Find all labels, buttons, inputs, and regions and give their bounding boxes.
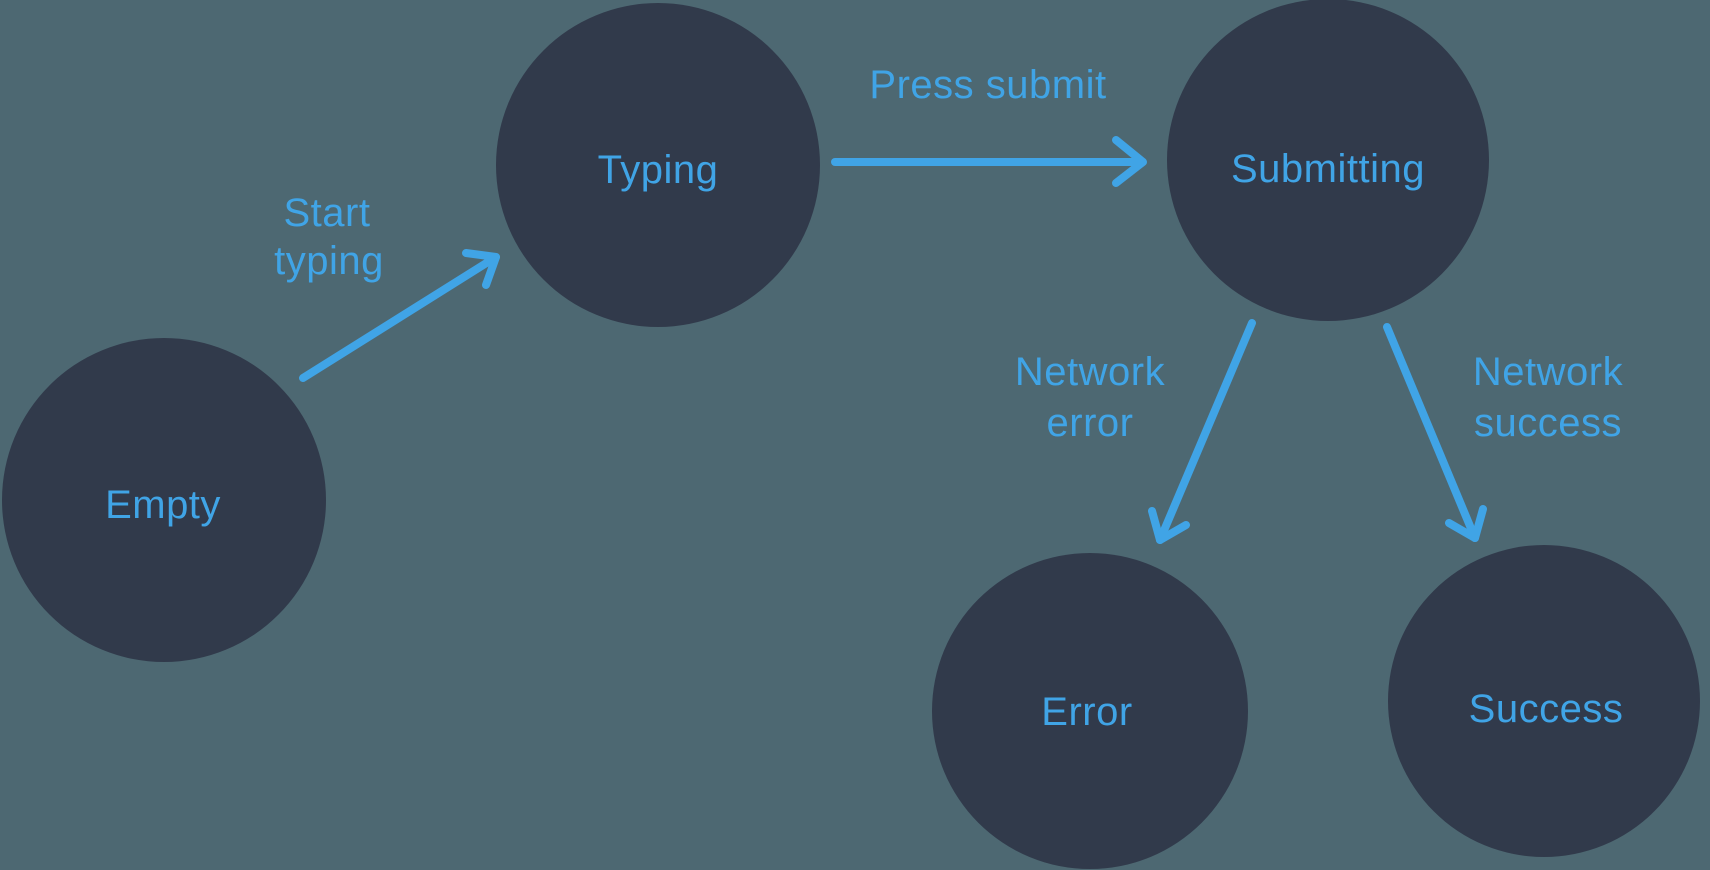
state-node-typing-label: Typing	[598, 148, 719, 192]
arrowhead-icon	[1112, 136, 1147, 187]
edge-label-network-success-line1: Network	[1473, 350, 1624, 394]
state-node-empty-label: Empty	[105, 483, 221, 527]
edge-submitting-to-success: Network success	[1383, 323, 1624, 542]
state-node-error-label: Error	[1041, 690, 1132, 734]
edge-label-start-typing-line2: typing	[274, 239, 384, 283]
arrowhead-icon	[1148, 507, 1190, 544]
state-node-empty-circle	[2, 338, 326, 662]
state-node-typing-circle	[496, 3, 820, 327]
network-success-arrow-line	[1383, 323, 1479, 542]
arrowhead-icon	[462, 249, 500, 289]
state-node-error: Error	[932, 553, 1248, 869]
edge-label-network-error-line1: Network	[1015, 350, 1166, 394]
state-node-success: Success	[1388, 545, 1700, 857]
network-error-arrow-line	[1156, 319, 1256, 544]
state-node-success-label: Success	[1469, 687, 1624, 731]
edge-submitting-to-error: Network error	[1015, 319, 1256, 544]
state-node-success-circle	[1388, 545, 1700, 857]
edge-label-network-success-line2: success	[1474, 401, 1622, 445]
state-node-submitting-label: Submitting	[1231, 147, 1425, 191]
arrowhead-icon	[1445, 505, 1487, 542]
start-typing-arrow-line	[299, 253, 500, 382]
edge-label-start-typing-line1: Start	[284, 191, 371, 235]
edge-typing-to-submitting: Press submit	[831, 63, 1147, 187]
state-node-error-circle	[932, 553, 1248, 869]
edge-label-press-submit: Press submit	[869, 63, 1106, 107]
state-node-submitting: Submitting	[1167, 0, 1489, 321]
edge-label-network-error-line2: error	[1047, 401, 1134, 445]
state-node-empty: Empty	[2, 338, 326, 662]
state-node-submitting-circle	[1167, 0, 1489, 321]
edge-empty-to-typing: Start typing	[274, 191, 500, 382]
state-node-typing: Typing	[496, 3, 820, 327]
